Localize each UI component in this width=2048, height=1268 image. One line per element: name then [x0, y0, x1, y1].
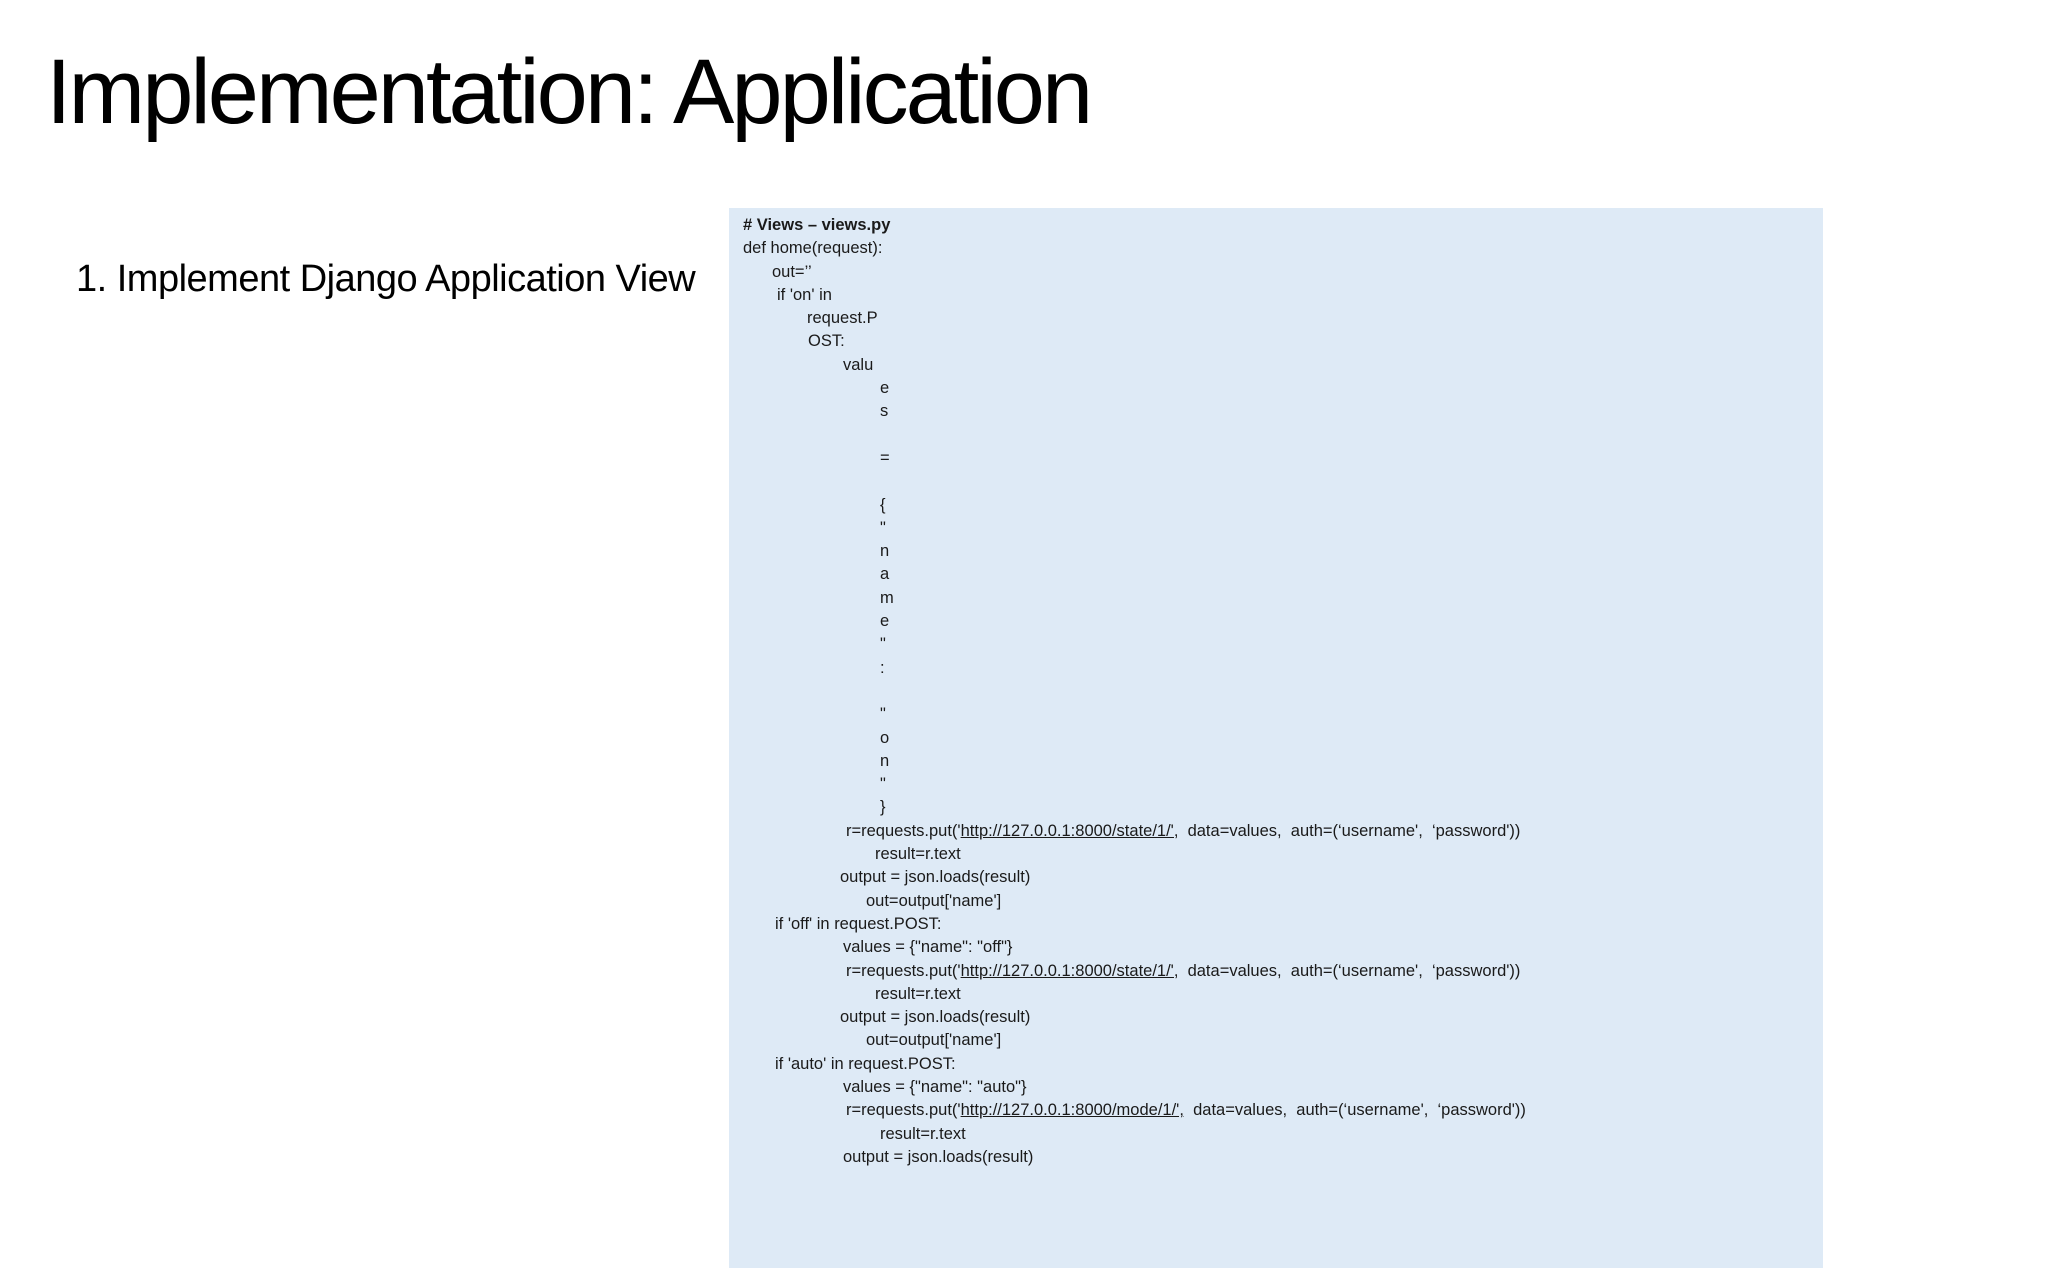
url-link[interactable]: http://127.0.0.1:8000/state/1/', [960, 961, 1179, 980]
code-line: n [743, 750, 1815, 773]
code-line: result=r.text [743, 983, 1815, 1006]
code-text: : [880, 658, 885, 677]
code-line: e [743, 377, 1815, 400]
code-line: output = json.loads(result) [743, 1006, 1815, 1029]
code-text: values = {"name": "off"} [843, 938, 1013, 957]
code-text: output = json.loads(result) [840, 1008, 1031, 1027]
code-panel: # Views – views.py def home(request): out=… [729, 208, 1823, 1268]
code-line: out=’’ [743, 261, 1815, 284]
code-text: r=requests.put(' [846, 1101, 961, 1120]
code-line: # Views – views.py [743, 214, 1815, 237]
code-line: values = {"name": "auto"} [743, 1076, 1815, 1099]
code-line: out=output['name'] [743, 1029, 1815, 1052]
url-link[interactable]: http://127.0.0.1:8000/mode/1/', [960, 1101, 1184, 1120]
code-line: result=r.text [743, 843, 1815, 866]
code-text: out=output['name'] [866, 891, 1002, 910]
code-text: s [880, 402, 889, 421]
code-text: out=output['name'] [866, 1031, 1002, 1050]
code-line: " [743, 517, 1815, 540]
bullet-item: 1. Implement Django Application View [76, 258, 696, 300]
code-text: m [880, 588, 894, 607]
code-text: request.P [807, 309, 878, 328]
code-line: output = json.loads(result) [743, 1146, 1815, 1169]
slide: Implementation: Application 1. Implement… [46, 41, 1823, 1268]
code-line: { [743, 494, 1815, 517]
code-line: = [743, 447, 1815, 470]
code-text: r=requests.put(' [846, 821, 961, 840]
code-line: if 'auto' in request.POST: [743, 1053, 1815, 1076]
code-line: } [743, 796, 1815, 819]
code-line: n [743, 540, 1815, 563]
code-text: o [880, 728, 890, 747]
code-line: r=requests.put('http://127.0.0.1:8000/st… [743, 820, 1815, 843]
code-line: def home(request): [743, 237, 1815, 260]
code-text: output = json.loads(result) [840, 868, 1031, 887]
code-text: data=values, auth=(‘username', ‘password… [1183, 1101, 1526, 1120]
code-line: o [743, 727, 1815, 750]
code-text: # Views – views.py [743, 216, 891, 234]
code-text: } [880, 798, 886, 817]
code-text: output = json.loads(result) [843, 1147, 1034, 1166]
code-line: : [743, 657, 1815, 680]
code-text: values = {"name": "auto"} [843, 1077, 1027, 1096]
slide-page: { "slide": { "title": "Implementation: A… [46, 41, 1823, 1268]
code-line: " [743, 703, 1815, 726]
code-line [743, 424, 1815, 447]
code-text: result=r.text [880, 1124, 966, 1143]
code-lines: # Views – views.py def home(request): out=… [729, 208, 1823, 1169]
code-text: n [880, 751, 890, 770]
code-text: result=r.text [875, 845, 961, 864]
code-line: valu [743, 354, 1815, 377]
code-line: values = {"name": "off"} [743, 936, 1815, 959]
code-line: result=r.text [743, 1123, 1815, 1146]
code-line: if 'on' in [743, 284, 1815, 307]
code-line: OST: [743, 330, 1815, 353]
code-line [743, 470, 1815, 493]
code-text: { [880, 495, 886, 514]
code-text: valu [843, 355, 874, 374]
code-text: e [880, 612, 890, 631]
code-text: data=values, auth=(‘username', ‘password… [1178, 961, 1521, 980]
code-line: r=requests.put('http://127.0.0.1:8000/st… [743, 960, 1815, 983]
code-text: " [880, 705, 886, 724]
slide-title: Implementation: Application [46, 41, 1093, 143]
code-text: OST: [808, 332, 845, 351]
code-text: if 'off' in request.POST: [775, 914, 942, 933]
code-text: if 'auto' in request.POST: [775, 1054, 956, 1073]
code-text: def home(request): [743, 239, 883, 258]
code-line [743, 680, 1815, 703]
code-text: result=r.text [875, 984, 961, 1003]
code-line: if 'off' in request.POST: [743, 913, 1815, 936]
code-line: a [743, 563, 1815, 586]
code-line: m [743, 587, 1815, 610]
code-text: = [880, 448, 890, 467]
code-text: data=values, auth=(‘username', ‘password… [1178, 821, 1521, 840]
code-text: a [880, 565, 890, 584]
code-text: if 'on' in [777, 285, 832, 304]
url-link[interactable]: http://127.0.0.1:8000/state/1/', [960, 821, 1179, 840]
code-line: " [743, 773, 1815, 796]
code-text: e [880, 379, 890, 398]
code-text: r=requests.put(' [846, 961, 961, 980]
code-text: out=’’ [772, 262, 812, 281]
code-text: n [880, 542, 890, 561]
code-line: request.P [743, 307, 1815, 330]
code-text: " [880, 518, 886, 537]
code-line: e [743, 610, 1815, 633]
code-text: " [880, 775, 886, 794]
code-line: output = json.loads(result) [743, 866, 1815, 889]
code-line: " [743, 633, 1815, 656]
code-line: out=output['name'] [743, 890, 1815, 913]
code-line: s [743, 400, 1815, 423]
code-line: r=requests.put('http://127.0.0.1:8000/mo… [743, 1099, 1815, 1122]
code-text: " [880, 635, 886, 654]
